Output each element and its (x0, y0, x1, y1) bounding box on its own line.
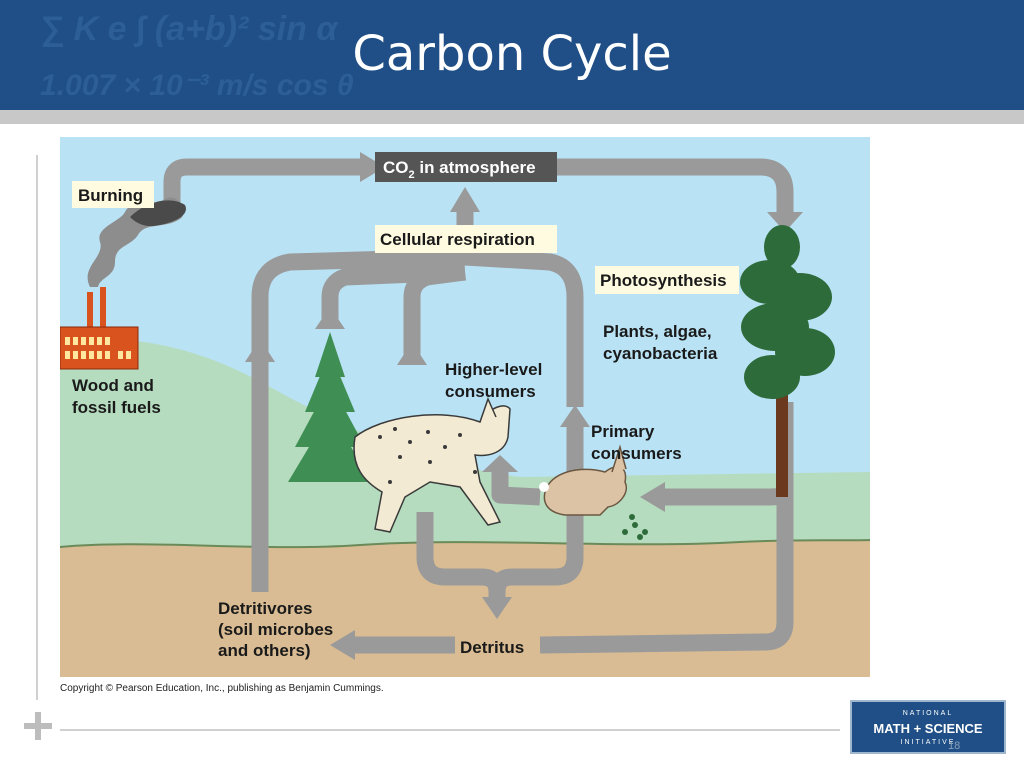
arrowhead-primary-up (560, 405, 590, 427)
detritivores-line-1: Detritivores (218, 599, 312, 618)
arrowhead-detritivores-left (330, 630, 355, 660)
arrowhead-higher-up (397, 342, 427, 365)
slide-header: ∑ K e ∫ (a+b)² sin α 1.007 × 10⁻³ m/s co… (0, 0, 1024, 110)
arrow-atmosphere-to-photosynthesis (550, 158, 794, 212)
cycle-arrows (163, 158, 794, 654)
plus-icon (24, 712, 52, 740)
tree-trunk (776, 387, 788, 497)
primary-line-1: Primary (591, 422, 655, 441)
rabbit-tail (539, 482, 549, 492)
bobcat-spots (378, 427, 477, 484)
arrow-heads (245, 152, 803, 660)
arrow-tree-to-primary (665, 487, 794, 506)
header-math-watermark: ∑ K e ∫ (a+b)² sin α 1.007 × 10⁻³ m/s co… (40, 10, 354, 102)
arrowhead-higher-left (482, 455, 518, 472)
arrowhead-atmosphere (360, 152, 385, 182)
photosynthesis-box (595, 266, 739, 294)
logo-bottom-text: INITIATIVE (900, 739, 956, 746)
detritus-label: Detritus (460, 638, 524, 657)
burning-box (72, 181, 154, 208)
arrowhead-detritus-down (482, 597, 512, 619)
large-tree (740, 225, 835, 497)
conifer-tree (288, 332, 372, 482)
arrow-burning-to-atmosphere (163, 158, 360, 207)
logo-middle-text: MATH + SCIENCE (873, 721, 983, 736)
factory-chimney-1 (87, 292, 93, 330)
detritivores-line-3: and others) (218, 641, 311, 660)
logo-top-text: NATIONAL (902, 710, 954, 717)
detritivores-line-2: (soil microbes (218, 620, 333, 639)
photosynthesis-label: Photosynthesis (600, 271, 727, 290)
arrow-consumers-to-detritus (416, 427, 584, 601)
cellular-respiration-label: Cellular respiration (380, 230, 535, 249)
wood-fossil-fuels-label: Wood and fossil fuels (72, 376, 161, 417)
copyright-notice: Copyright © Pearson Education, Inc., pub… (60, 683, 384, 694)
arrowhead-photosynthesis (767, 212, 803, 232)
burning-label: Burning (78, 186, 143, 205)
arrow-respiration-plants (321, 263, 466, 325)
wood-line-1: Wood and (72, 376, 154, 395)
arrowhead-plants-up (315, 307, 345, 329)
bobcat-illustration (353, 396, 511, 533)
wood-line-2: fossil fuels (72, 398, 161, 417)
cellular-respiration-box (375, 225, 557, 253)
arrowhead-respiration-up (450, 187, 480, 212)
plants-line-2: cyanobacteria (603, 344, 718, 363)
factory-building (60, 326, 139, 370)
primary-line-2: consumers (591, 444, 682, 463)
slide-title: Carbon Cycle (352, 26, 672, 82)
primary-consumers-label: Primary consumers (591, 422, 682, 463)
higher-line-1: Higher-level (445, 360, 542, 379)
factory-chimney-2 (100, 287, 106, 330)
detritivores-label: Detritivores (soil microbes and others) (218, 599, 338, 660)
arrow-respiration-branches (251, 248, 584, 407)
co2-atmosphere-label: CO2 in atmosphere (383, 158, 536, 181)
page-number: 18 (948, 740, 961, 752)
co2-box (375, 152, 557, 182)
plants-line-1: Plants, algae, (603, 322, 712, 341)
arrow-respiration-higher (403, 263, 467, 362)
arrowhead-primary-left (640, 482, 665, 512)
higher-line-2: consumers (445, 382, 536, 401)
nmsi-logo: NATIONAL MATH + SCIENCE INITIATIVE (850, 700, 1006, 754)
small-plant (622, 514, 648, 540)
header-divider (0, 110, 1024, 124)
svg-text:1.007 × 10⁻³ m/s cos θ: 1.007 × 10⁻³ m/s cos θ (40, 69, 354, 102)
carbon-cycle-diagram: CO2 in atmosphere Burning Cellular respi… (60, 137, 870, 677)
svg-text:∑ K e ∫ (a+b)² sin α: ∑ K e ∫ (a+b)² sin α (40, 10, 339, 48)
factory-windows (65, 337, 131, 359)
factory-illustration (60, 197, 186, 370)
arrowhead-detritivores-up (245, 339, 275, 362)
plants-label: Plants, algae, cyanobacteria (603, 322, 718, 363)
rabbit-illustration (543, 444, 627, 516)
left-vertical-rule (36, 155, 38, 700)
bottom-horizontal-rule (60, 729, 840, 731)
higher-level-consumers-label: Higher-level consumers (445, 360, 547, 401)
arrow-tree-down-to-detritus (539, 402, 794, 654)
arrow-primary-to-higher (491, 472, 541, 506)
